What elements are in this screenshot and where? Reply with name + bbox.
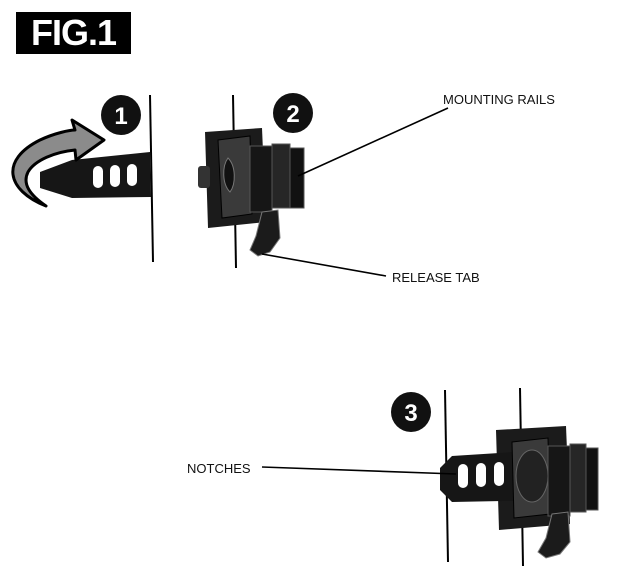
release-tab-leader bbox=[261, 253, 387, 277]
step-3-number: 3 bbox=[404, 400, 417, 427]
strap-notch bbox=[110, 165, 120, 187]
pole-1 bbox=[149, 94, 154, 263]
step-3-illustration: 3 bbox=[391, 387, 599, 567]
mounting-rail-left bbox=[249, 145, 273, 213]
strap-notch bbox=[476, 463, 486, 487]
step-2-number: 2 bbox=[286, 101, 299, 128]
release-tab-3 bbox=[537, 511, 571, 559]
buckle-latch-3 bbox=[515, 449, 549, 503]
strap-notch bbox=[494, 462, 504, 486]
release-tab-label: RELEASE TAB bbox=[392, 270, 480, 285]
step-1-badge bbox=[101, 95, 141, 135]
mounting-rail-right bbox=[289, 147, 305, 209]
mounting-rails-label: MOUNTING RAILS bbox=[443, 92, 555, 107]
mounting-rail-center bbox=[271, 143, 291, 209]
step-2-illustration: 2 bbox=[198, 93, 313, 269]
step-1-number: 1 bbox=[114, 103, 127, 130]
mounting-rail-3a bbox=[547, 445, 571, 517]
mounting-rail-3c bbox=[585, 447, 599, 511]
notches-leader bbox=[261, 466, 457, 475]
mounting-rail-3b bbox=[569, 443, 587, 513]
strap-notch bbox=[458, 464, 468, 488]
wrap-arrow-icon bbox=[11, 118, 106, 208]
figure-title: FIG.1 bbox=[16, 12, 131, 54]
notches-label: NOTCHES bbox=[187, 461, 251, 476]
mounting-rails-leader bbox=[297, 107, 449, 177]
mount-side-knob bbox=[198, 166, 210, 188]
step-2-badge bbox=[273, 93, 313, 133]
step-3-badge bbox=[391, 392, 431, 432]
strap-notch bbox=[93, 166, 103, 188]
buckle-latch bbox=[223, 157, 235, 193]
strap-notch bbox=[127, 164, 137, 186]
buckle-body bbox=[217, 135, 253, 219]
step-1-illustration: 1 bbox=[11, 94, 154, 263]
